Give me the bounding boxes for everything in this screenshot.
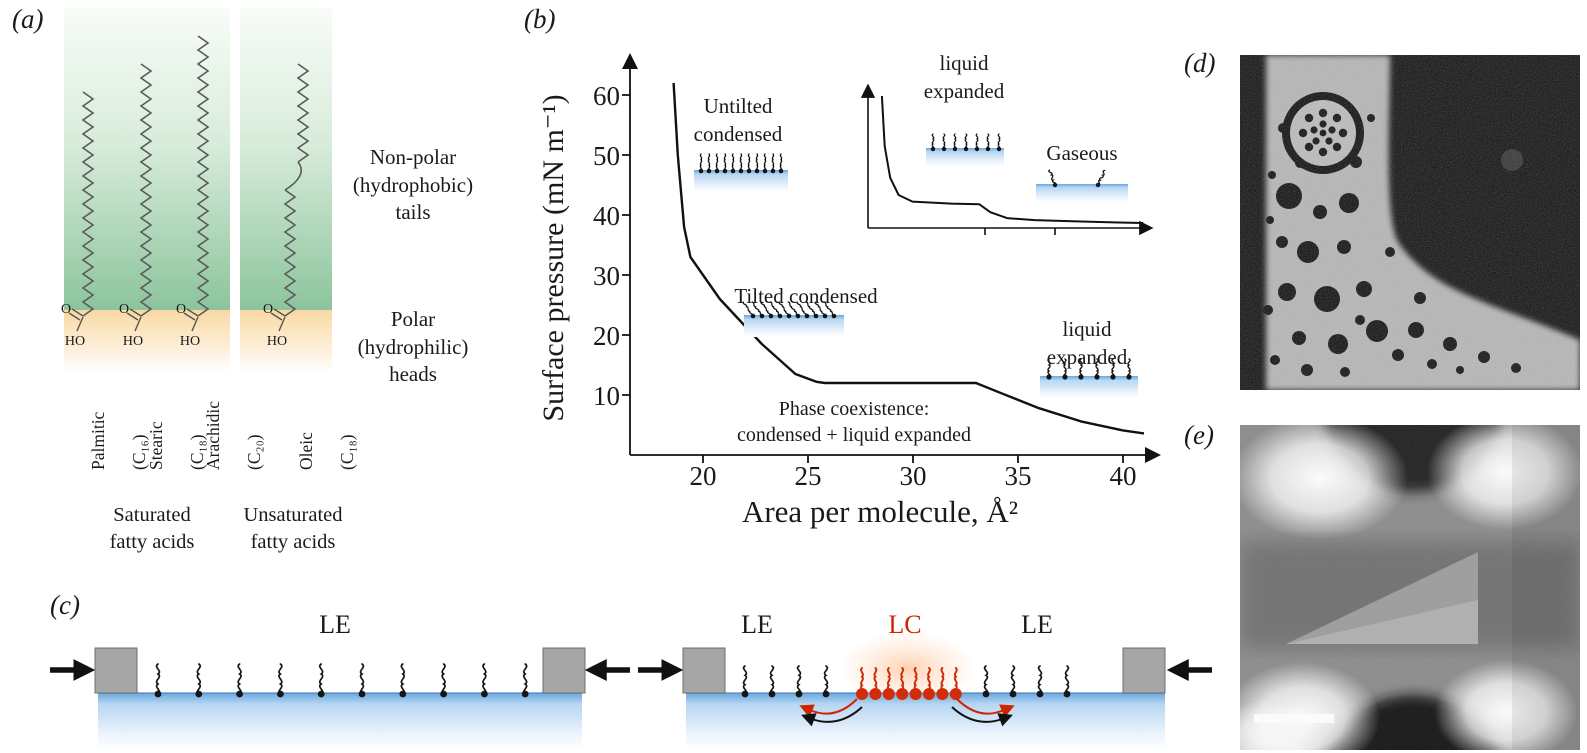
y-ticks — [622, 94, 630, 396]
le-label-left-trough: LE — [319, 610, 351, 639]
unsaturated-caption: Unsaturated fatty acids — [243, 504, 343, 554]
molecule-label-oleic: Oleic (C₁₈) — [296, 432, 357, 470]
tilted-condensed-label: Tilted condensed — [734, 284, 878, 308]
inset-curve — [880, 95, 1144, 224]
x-tick-30: 30 — [899, 461, 927, 491]
polar-heads-label: Polar (hydrophilic) heads — [357, 307, 469, 387]
lc-label: LC — [888, 610, 922, 639]
panel-a-label: (a) — [12, 4, 44, 34]
stearic-chain — [139, 63, 153, 317]
barrier-left — [94, 647, 138, 694]
inset-gaseous-label: Gaseous — [1046, 141, 1118, 165]
carbonyl-o-label: O — [118, 302, 130, 317]
panel-c-label: (c) — [50, 590, 80, 620]
oleic-cis-double-bond — [284, 161, 302, 191]
carbonyl-o-label: O — [175, 302, 187, 317]
le-molecules-right — [982, 665, 1071, 698]
y-axis-title: Surface pressure (mN m⁻¹) — [537, 94, 570, 422]
molecule-label-arachidic: Arachidic (C₂₀) — [203, 401, 264, 470]
le-label-right-1: LE — [741, 610, 773, 639]
grain-overlay — [1240, 425, 1580, 750]
oleic-chain-lower — [283, 189, 297, 317]
liquid-expanded-cartoon — [1040, 358, 1138, 398]
x-tick-40: 40 — [1109, 461, 1137, 491]
y-tick-20: 20 — [593, 321, 620, 351]
panel-b-label: (b) — [524, 4, 556, 34]
panel-e-label: (e) — [1184, 420, 1214, 450]
hydroxyl-label: HO — [122, 334, 144, 349]
fatty-acid-chains — [68, 35, 310, 332]
arachidic-chain — [196, 35, 210, 317]
x-tick-35: 35 — [1004, 461, 1032, 491]
lc-molecules — [856, 667, 962, 700]
y-tick-50: 50 — [593, 141, 620, 171]
barrier-left — [682, 647, 726, 694]
inset-liquid-expanded-cartoon — [926, 133, 1004, 166]
water-surface — [98, 693, 582, 749]
tilted-condensed-cartoon — [742, 301, 844, 337]
oleic-chain-upper — [296, 63, 310, 163]
saturated-caption: Saturated fatty acids — [109, 504, 195, 554]
phase-coexistence-label: Phase coexistence: condensed + liquid ex… — [737, 398, 971, 447]
y-tick-10: 10 — [593, 381, 620, 411]
inset-liquid-expanded-label: liquid expanded — [923, 51, 1005, 103]
liquid-expanded-label: liquid expanded — [1046, 317, 1128, 369]
le-label-right-2: LE — [1021, 610, 1053, 639]
carbonyl-o-label: O — [60, 302, 72, 317]
panel-d-label: (d) — [1184, 48, 1216, 78]
plot-axes — [621, 53, 1161, 464]
le-molecules-left — [741, 665, 830, 698]
inset-gaseous-cartoon — [1036, 169, 1128, 202]
head-group-bonds — [68, 308, 286, 332]
y-tick-60: 60 — [593, 81, 620, 111]
nonpolar-tails-label: Non-polar (hydrophobic) tails — [352, 145, 474, 225]
x-axis-title: Area per molecule, Å² — [741, 494, 1019, 529]
y-tick-30: 30 — [593, 261, 620, 291]
trough-left — [50, 647, 630, 749]
hydroxyl-label: HO — [179, 334, 201, 349]
inset-axes — [860, 83, 1154, 236]
palmitic-chain — [81, 91, 95, 317]
hydroxyl-label: HO — [64, 334, 86, 349]
le-molecules — [154, 663, 529, 698]
hydroxyl-label: HO — [266, 334, 288, 349]
x-tick-25: 25 — [794, 461, 822, 491]
x-tick-20: 20 — [689, 461, 717, 491]
carbonyl-o-label: O — [262, 302, 274, 317]
untilted-condensed-cartoon — [694, 153, 788, 192]
barrier-right — [542, 647, 586, 694]
flow-arrows — [799, 698, 1015, 727]
polarized-micrograph — [1240, 425, 1580, 750]
grain-overlay — [1240, 55, 1580, 390]
trough-right — [638, 632, 1212, 749]
isotherm-curve — [672, 82, 1145, 435]
untilted-condensed-label: Untilted condensed — [693, 94, 783, 146]
x-ticks — [702, 455, 1124, 463]
y-tick-40: 40 — [593, 201, 620, 231]
barrier-right — [1122, 647, 1166, 694]
fluorescence-micrograph — [1240, 55, 1580, 390]
inset-ticks — [984, 228, 1056, 235]
